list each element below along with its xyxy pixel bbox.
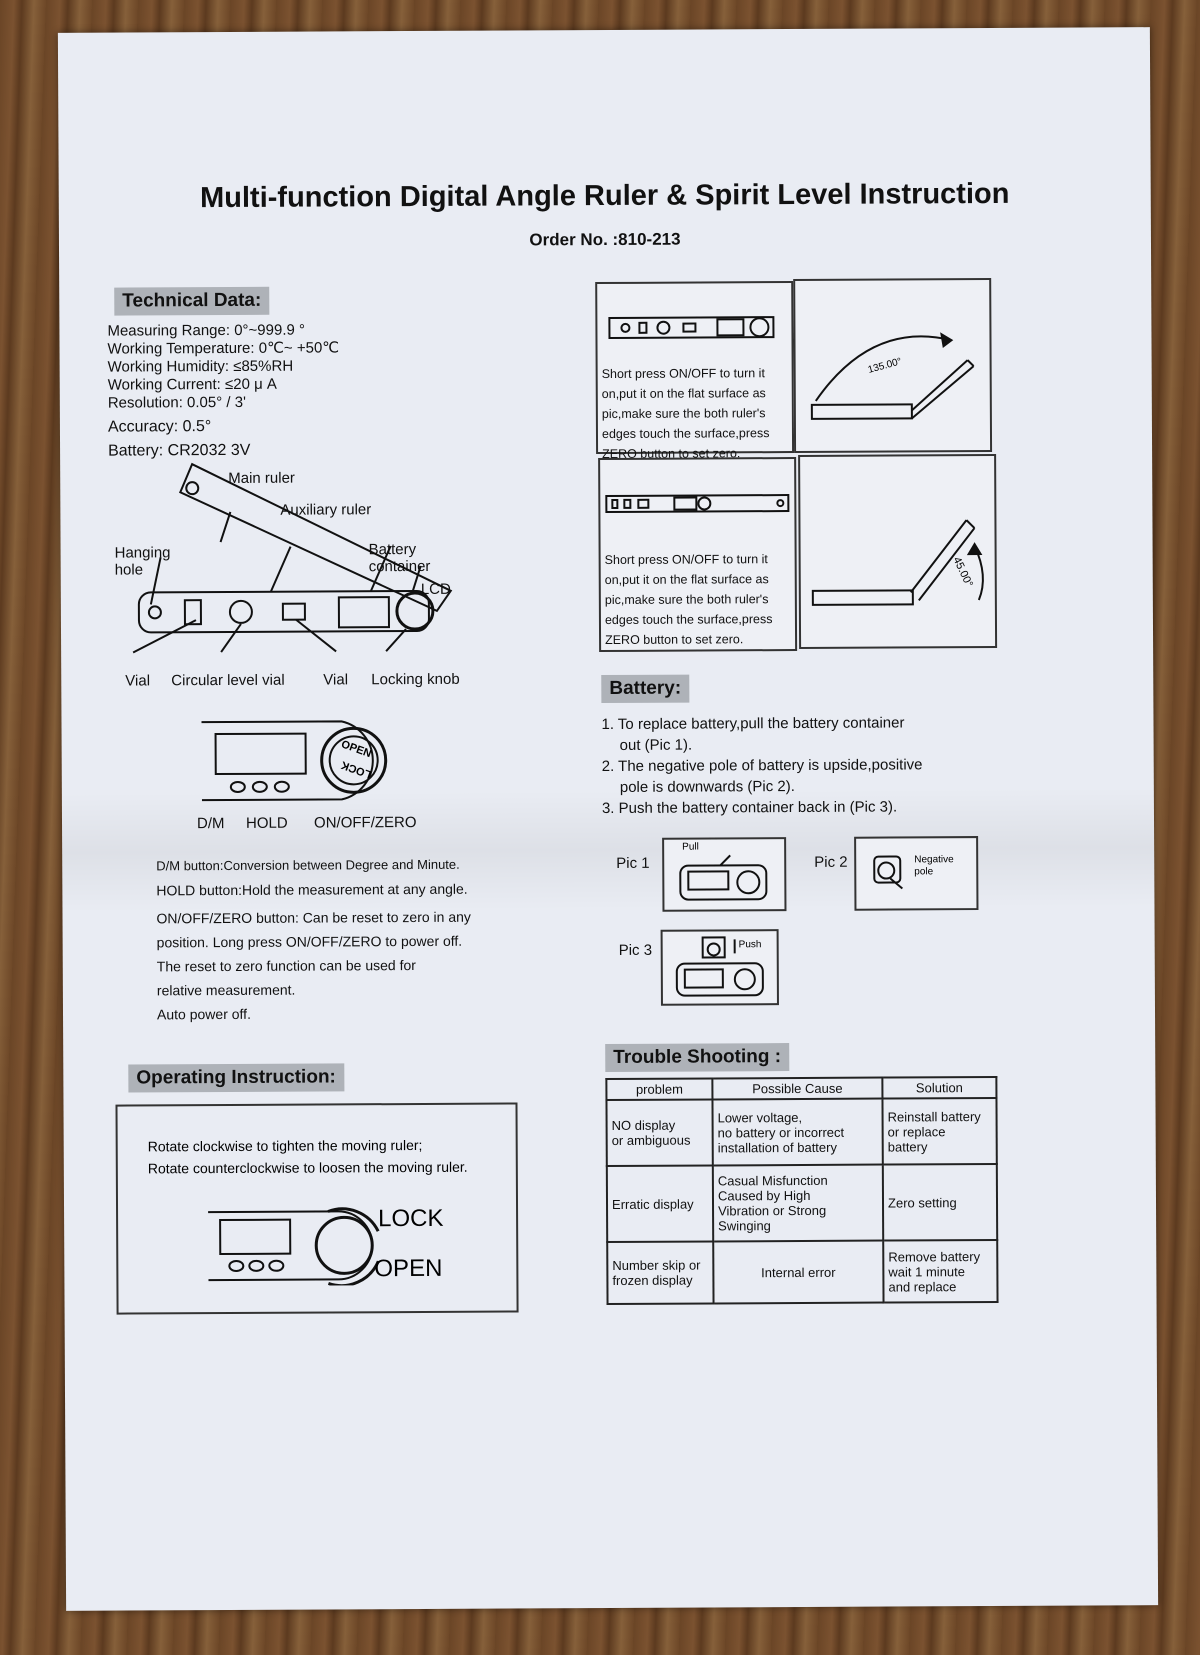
operating-lock-label: LOCK xyxy=(378,1204,444,1233)
button-desc-line: position. Long press ON/OFF/ZERO to powe… xyxy=(156,932,463,951)
pic3-icon xyxy=(675,936,764,997)
pull-label: Pull xyxy=(682,841,699,853)
document-title: Multi-function Digital Angle Ruler & Spi… xyxy=(199,177,1010,215)
tech-line: Resolution: 0.05° / 3' xyxy=(107,393,246,412)
panel-text-line: on,put it on the flat surface as xyxy=(601,386,766,402)
operating-line-2: Rotate counterclockwise to loosen the mo… xyxy=(147,1158,468,1177)
header-cause: Possible Cause xyxy=(712,1077,883,1100)
operating-line-1: Rotate clockwise to tighten the moving r… xyxy=(147,1136,423,1155)
pic2-label: Pic 2 xyxy=(814,853,848,871)
knob-closeup xyxy=(201,720,388,802)
trouble-table: problem Possible Cause Solution NO displ… xyxy=(605,1076,998,1305)
label-locking-knob: Locking knob xyxy=(371,670,460,689)
panel-bottom-diagram: 45.00° xyxy=(798,453,998,649)
label-hanging-hole: Hanging hole xyxy=(114,544,171,579)
pic3-box: Push xyxy=(660,929,779,1006)
header-solution: Solution xyxy=(882,1076,997,1099)
negative-label: Negative xyxy=(914,854,954,866)
battery-step: 1. To replace battery,pull the battery c… xyxy=(601,714,905,734)
operating-heading: Operating Instruction: xyxy=(128,1063,344,1093)
pic1-icon xyxy=(679,854,768,901)
battery-step: 3. Push the battery container back in (P… xyxy=(601,798,898,818)
pic1-label: Pic 1 xyxy=(616,854,650,872)
trouble-header-row: problem Possible Cause Solution xyxy=(606,1076,997,1101)
panel-text-line: ZERO button to set zero. xyxy=(605,632,744,648)
tech-line: Accuracy: 0.5° xyxy=(107,418,212,436)
pole-label: pole xyxy=(914,866,934,878)
panel-top-diagram: 135.00° xyxy=(793,277,993,454)
button-desc-line: ON/OFF/ZERO button: Can be reset to zero… xyxy=(156,908,471,927)
label-dm: D/M xyxy=(196,815,225,833)
battery-heading: Battery: xyxy=(601,674,690,704)
ruler-flat-icon xyxy=(605,494,790,514)
tech-line: Working Current: ≤20 μ A xyxy=(107,375,277,394)
panel-top-text: Short press ON/OFF to turn it on,put it … xyxy=(595,281,795,461)
label-vial-right: Vial xyxy=(323,671,349,689)
push-label: Push xyxy=(738,939,762,951)
panel-top-text-lines: Short press ON/OFF to turn it on,put it … xyxy=(602,363,770,464)
header-problem: problem xyxy=(606,1078,713,1101)
trouble-heading: Trouble Shooting : xyxy=(605,1043,790,1073)
label-auxiliary-ruler: Auxiliary ruler xyxy=(280,501,372,519)
panel-text-line: Short press ON/OFF to turn it xyxy=(601,366,765,382)
panel-text-line: pic,make sure the both ruler's xyxy=(604,592,769,608)
operating-knob-diagram xyxy=(208,1207,380,1287)
label-main-ruler: Main ruler xyxy=(228,469,295,487)
operating-open-label: OPEN xyxy=(374,1254,443,1283)
battery-step: out (Pic 1). xyxy=(619,736,693,754)
ruler-flat-icon xyxy=(608,316,775,339)
technical-list: Measuring Range: 0°~999.9 ° Working Temp… xyxy=(107,320,528,460)
battery-step: pole is downwards (Pic 2). xyxy=(619,778,795,796)
label-circular-level-vial: Circular level vial xyxy=(171,671,285,690)
pic2-box: Negative pole xyxy=(854,836,979,911)
angle-45-diagram xyxy=(811,519,984,606)
button-desc-line: Auto power off. xyxy=(156,1005,251,1023)
technical-heading: Technical Data: xyxy=(114,286,270,316)
panel-text-line: Short press ON/OFF to turn it xyxy=(604,552,768,568)
cell-cause: Internal error xyxy=(713,1240,884,1304)
pic3-label: Pic 3 xyxy=(618,941,653,959)
tech-line: Measuring Range: 0°~999.9 ° xyxy=(107,321,306,340)
battery-step: 2. The negative pole of battery is upsid… xyxy=(601,756,923,776)
panel-text-line: edges touch the surface,press xyxy=(601,426,770,442)
panel-text-line: on,put it on the flat surface as xyxy=(604,572,769,588)
battery-cell-icon xyxy=(873,855,904,890)
tech-line: Working Humidity: ≤85%RH xyxy=(107,357,294,376)
label-hold: HOLD xyxy=(245,814,288,832)
ruler-diagram xyxy=(132,462,453,654)
panel-text-line: pic,make sure the both ruler's xyxy=(601,406,766,422)
button-desc-line: relative measurement. xyxy=(156,981,296,999)
angle-135-diagram xyxy=(810,332,975,420)
panel-text-line: edges touch the surface,press xyxy=(604,612,773,628)
panel-bottom-text: Short press ON/OFF to turn it on,put it … xyxy=(598,457,798,653)
label-vial-left: Vial xyxy=(125,672,151,690)
buttons-description: D/M button:Conversion between Degree and… xyxy=(156,852,557,1026)
order-number: Order No. :810-213 xyxy=(529,229,681,250)
instruction-sheet: Multi-function Digital Angle Ruler & Spi… xyxy=(57,27,1159,1611)
pic1-box: Pull xyxy=(662,837,787,912)
cell-solution: Zero setting xyxy=(882,1163,998,1241)
button-desc-line: HOLD button:Hold the measurement at any … xyxy=(156,880,468,899)
button-desc-line: D/M button:Conversion between Degree and… xyxy=(156,856,460,874)
operating-box: Rotate clockwise to tighten the moving r… xyxy=(115,1102,519,1315)
cell-problem: Erratic display xyxy=(606,1165,714,1243)
tech-line: Working Temperature: 0℃~ +50℃ xyxy=(107,339,340,358)
label-lcd: LCD xyxy=(420,580,451,598)
battery-steps: 1. To replace battery,pull the battery c… xyxy=(601,712,1002,819)
label-onoffzero: ON/OFF/ZERO xyxy=(313,814,417,832)
button-desc-line: The reset to zero function can be used f… xyxy=(156,957,416,975)
panel-bottom-text-lines: Short press ON/OFF to turn it on,put it … xyxy=(605,549,773,650)
label-battery-container: Battery container xyxy=(368,541,431,576)
